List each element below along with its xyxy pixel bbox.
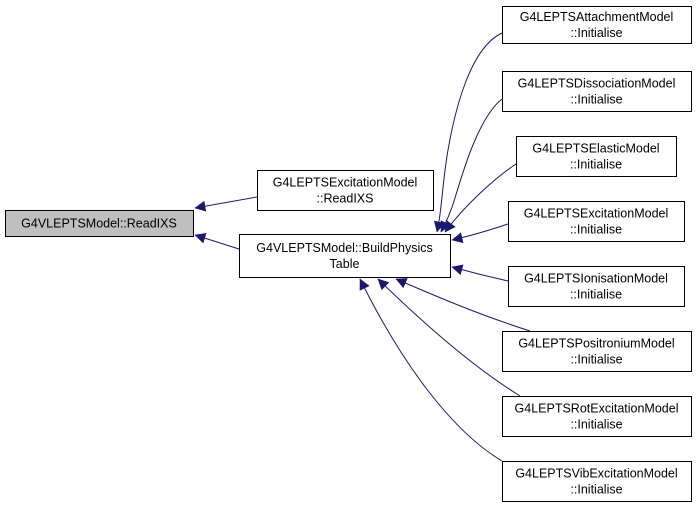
edges [194, 32, 531, 462]
node-label-line: G4LEPTSAttachmentModel [520, 10, 674, 24]
node-label-line: G4LEPTSElasticModel [532, 142, 659, 156]
edge-build-physics-table-to-root [194, 232, 240, 250]
edge-excitation-readixs-to-root [194, 196, 258, 212]
node-label-line: G4VLEPTSModel::BuildPhysics [256, 241, 432, 255]
node-label-line: G4LEPTSExcitationModel [273, 176, 418, 190]
node-excitation-init[interactable]: G4LEPTSExcitationModel::Initialise [508, 201, 685, 242]
node-attachment-init[interactable]: G4LEPTSAttachmentModel::Initialise [502, 6, 692, 44]
node-label-line: ::ReadIXS [317, 192, 374, 206]
node-elastic-init[interactable]: G4LEPTSElasticModel::Initialise [516, 136, 677, 177]
node-label-line: G4LEPTSIonisationModel [524, 272, 668, 286]
node-box [502, 6, 692, 44]
node-excitation-readixs[interactable]: G4LEPTSExcitationModel::ReadIXS [257, 170, 434, 211]
edge-vibexcitation-init-to-build-physics-table [359, 278, 503, 462]
node-vibexcitation-init[interactable]: G4LEPTSVibExcitationModel::Initialise [502, 461, 692, 502]
node-label-line: Table [330, 257, 360, 271]
node-root[interactable]: G4VLEPTSModel::ReadIXS [5, 210, 194, 237]
node-box [502, 331, 692, 372]
nodes: G4VLEPTSModel::ReadIXS G4LEPTSExcitationM… [5, 6, 692, 502]
node-box [516, 136, 677, 177]
node-box [508, 201, 685, 242]
node-label-line: G4LEPTSRotExcitationModel [515, 402, 679, 416]
edge-dissociation-init-to-build-physics-table [440, 98, 503, 233]
edge-excitation-init-to-build-physics-table [451, 223, 509, 244]
node-label-line: G4VLEPTSModel::ReadIXS [21, 217, 177, 231]
node-label-line: G4LEPTSExcitationModel [524, 207, 669, 221]
edge-elastic-init-to-build-physics-table [444, 163, 517, 233]
node-box [508, 266, 685, 307]
edge-attachment-init-to-build-physics-table [433, 32, 503, 233]
node-label-line: ::Initialise [570, 158, 622, 172]
node-positronium-init[interactable]: G4LEPTSPositroniumModel::Initialise [502, 331, 692, 372]
node-box [257, 170, 434, 211]
edge-rotexcitation-init-to-build-physics-table [377, 278, 521, 397]
node-label-line: ::Initialise [570, 483, 622, 497]
node-label-line: G4LEPTSPositroniumModel [518, 337, 674, 351]
edge-ionisation-init-to-build-physics-table [451, 264, 509, 282]
node-label-line: G4LEPTSDissociationModel [518, 77, 676, 91]
node-label-line: ::Initialise [570, 353, 622, 367]
node-box [239, 234, 451, 278]
node-box [502, 461, 692, 502]
edge-positronium-init-to-build-physics-table [395, 278, 531, 332]
node-label-line: ::Initialise [570, 93, 622, 107]
node-ionisation-init[interactable]: G4LEPTSIonisationModel::Initialise [508, 266, 685, 307]
node-label-line: ::Initialise [570, 26, 622, 40]
node-box [502, 396, 692, 437]
node-dissociation-init[interactable]: G4LEPTSDissociationModel::Initialise [502, 71, 692, 112]
node-label-line: ::Initialise [570, 223, 622, 237]
node-label-line: ::Initialise [570, 288, 622, 302]
node-rotexcitation-init[interactable]: G4LEPTSRotExcitationModel::Initialise [502, 396, 692, 437]
node-label-line: G4LEPTSVibExcitationModel [515, 467, 677, 481]
node-label-line: ::Initialise [570, 418, 622, 432]
node-box [5, 210, 194, 237]
node-box [502, 71, 692, 112]
